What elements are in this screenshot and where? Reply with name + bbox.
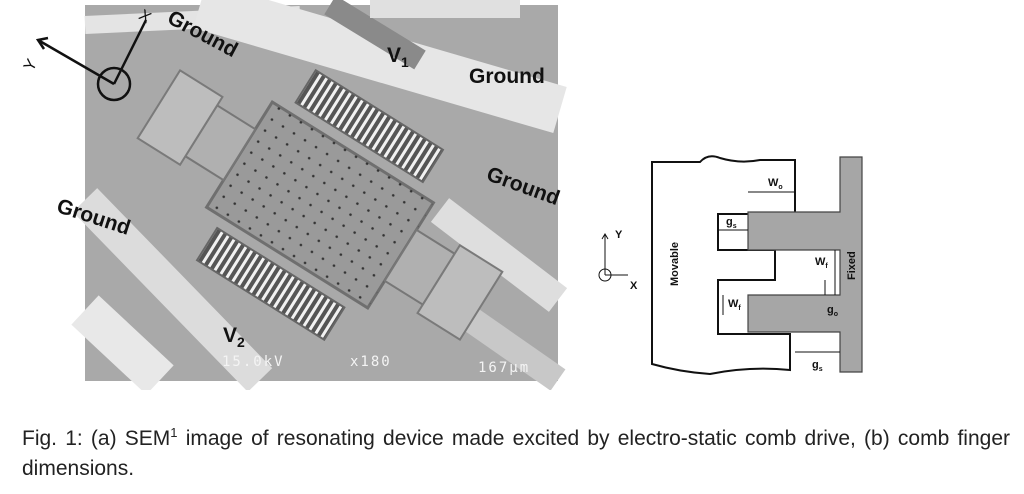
sem-axis-indicator [35, 19, 148, 102]
movable-comb-outline [651, 155, 796, 376]
comb-axis-indicator [598, 233, 628, 282]
sem-axis-y-label: Y [21, 56, 41, 74]
caption-text: image of resonating device made excited … [22, 427, 1010, 480]
comb-axis-y-label: Y [615, 229, 623, 241]
label-fixed: Fixed [846, 251, 858, 280]
sem-image: Y X Ground V1 Ground Ground Ground V2 15… [21, 0, 568, 390]
label-v1: V1 [387, 44, 409, 70]
caption-prefix: Fig. 1: (a) SEM [22, 427, 171, 450]
label-wf-left: Wf [728, 298, 741, 312]
fixed-comb [747, 156, 863, 373]
scale-bar-length: 167µm [478, 360, 530, 376]
label-wf-right: Wf [815, 256, 828, 270]
comb-diagram: Y X Movable Fixed Wo gs Wf Wf go gs [598, 155, 863, 376]
dimension-lines [718, 191, 840, 353]
label-v2: V2 [223, 324, 245, 350]
scale-bar-voltage: 15.0kV [222, 354, 285, 370]
sem-device [136, 68, 504, 342]
figure-caption: Fig. 1: (a) SEM1 image of resonating dev… [22, 424, 1010, 484]
comb-axis-x-label: X [630, 280, 638, 292]
label-gs-top: gs [726, 216, 737, 230]
label-ground-right-top: Ground [469, 65, 545, 88]
caption-superscript: 1 [170, 425, 178, 440]
label-go: go [827, 304, 838, 318]
scale-bar-magnification: x180 [350, 354, 392, 370]
label-gs-bottom: gs [812, 359, 823, 373]
label-movable: Movable [669, 242, 681, 286]
label-wo: Wo [768, 177, 783, 191]
